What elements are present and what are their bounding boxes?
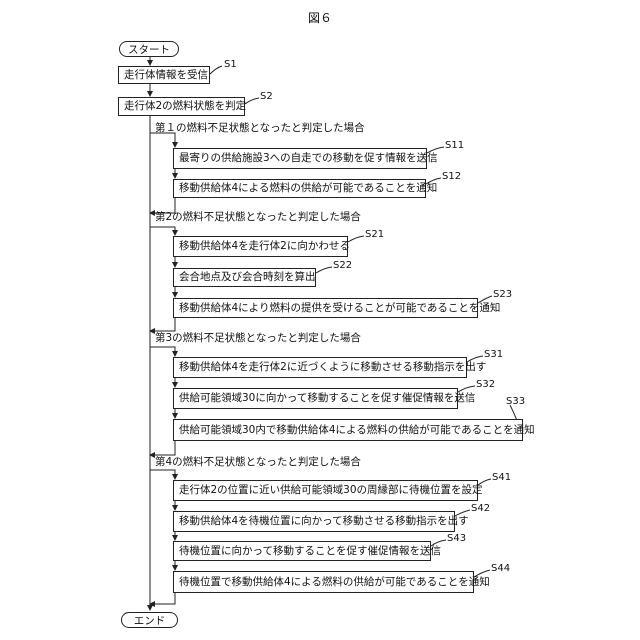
branch1-entry <box>150 133 175 147</box>
step-box-s41: 走行体2の位置に近い供給可能領域30の周縁部に待機位置を設定 <box>173 480 478 501</box>
step-label-s44: S44 <box>491 564 510 574</box>
leader-s22 <box>316 267 332 273</box>
step-box-s21: 移動供給体4を走行体2に向かわせる <box>173 236 348 257</box>
leader-s2 <box>245 98 259 104</box>
step-box-s43: 待機位置に向かって移動することを促す催促情報を送信 <box>173 541 431 561</box>
branch4-return <box>150 593 175 604</box>
end-terminal: エンド <box>121 612 178 628</box>
step-label-s2: S2 <box>260 92 273 102</box>
condition-3: 第3の燃料不足状態となったと判定した場合 <box>155 333 361 344</box>
step-box-s31: 移動供給体4を走行体2に近づくように移動させる移動指示を出す <box>173 357 467 378</box>
figure-title: 図６ <box>308 9 332 26</box>
condition-1: 第１の燃料不足状態となったと判定した場合 <box>155 123 365 134</box>
step-box-s12: 移動供給体4による燃料の供給が可能であることを通知 <box>173 179 426 198</box>
step-box-s32: 供給可能領域30に向かって移動することを促す催促情報を送信 <box>173 388 458 409</box>
branch4-entry <box>150 470 175 479</box>
step-label-s41: S41 <box>492 473 511 483</box>
step-box-s33: 供給可能領域30内で移動供給体4による燃料の供給が可能であることを通知 <box>173 419 523 441</box>
leader-s21 <box>348 236 364 242</box>
step-label-s31: S31 <box>484 350 503 360</box>
condition-2: 第2の燃料不足状態となったと判定した場合 <box>155 212 361 223</box>
step-label-s21: S21 <box>365 230 384 240</box>
branch3-entry <box>150 347 175 356</box>
step-box-s42: 移動供給体4を待機位置に向かって移動させる移動指示を出す <box>173 511 455 532</box>
step-label-s32: S32 <box>476 380 495 390</box>
step-label-s11: S11 <box>445 141 464 151</box>
branch2-entry <box>150 227 175 235</box>
condition-4: 第4の燃料不足状態となったと判定した場合 <box>155 457 361 468</box>
step-label-s1: S1 <box>224 60 237 70</box>
step-label-s33: S33 <box>506 397 525 407</box>
leader-s1 <box>210 66 222 74</box>
step-box-s23: 移動供給体4により燃料の提供を受けることが可能であることを通知 <box>173 298 478 318</box>
step-label-s22: S22 <box>333 261 352 271</box>
step-box-s1: 走行体情報を受信 <box>118 66 210 84</box>
start-terminal: スタート <box>119 41 179 57</box>
step-label-s43: S43 <box>447 534 466 544</box>
branch3-return <box>150 441 175 455</box>
step-box-s2: 走行体2の燃料状態を判定 <box>118 97 245 116</box>
step-label-s23: S23 <box>493 290 512 300</box>
step-label-s42: S42 <box>471 504 490 514</box>
step-box-s44: 待機位置で移動供給体4による燃料の供給が可能であることを通知 <box>173 571 474 593</box>
branch2-return <box>150 318 175 331</box>
step-box-s22: 会合地点及び会合時刻を算出 <box>173 268 316 287</box>
step-label-s12: S12 <box>442 172 461 182</box>
step-box-s11: 最寄りの供給施設3への自走での移動を促す情報を送信 <box>173 148 427 169</box>
